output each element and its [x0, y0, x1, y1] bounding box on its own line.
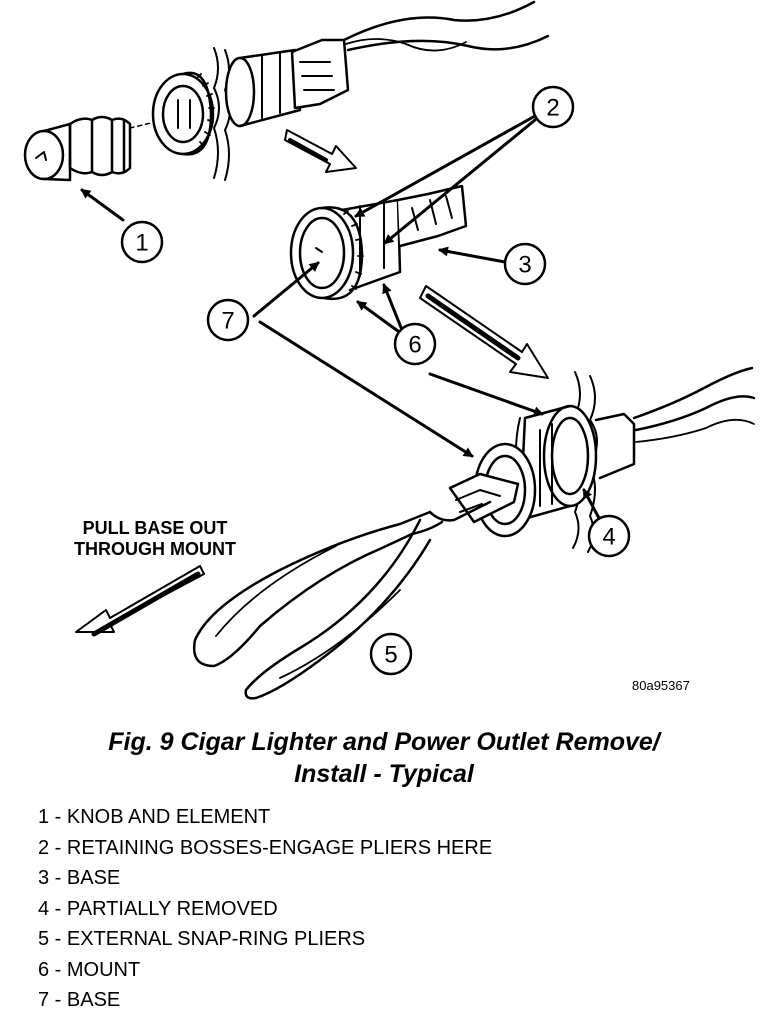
- motion-arrow-middle: [419, 285, 549, 379]
- callout-7-number: 7: [221, 308, 234, 335]
- callout-circles: [120, 85, 631, 676]
- parts-legend: 1 - KNOB AND ELEMENT 2 - RETAINING BOSSE…: [38, 802, 492, 1016]
- callout-2-circle: [531, 85, 575, 129]
- callout-3-number: 3: [518, 252, 531, 279]
- legend-item: 7 - BASE: [38, 989, 121, 1011]
- callout-1-circle: [120, 220, 164, 264]
- callout-3-circle: [503, 242, 547, 286]
- snap-ring-pliers-drawing: [192, 472, 520, 700]
- callout-1-number: 1: [135, 230, 148, 257]
- motion-arrow-top: [284, 129, 357, 173]
- callout-6-circle: [393, 322, 437, 366]
- top-bezel-ring-drawing: [151, 71, 215, 156]
- cigar-lighter-illustration: 1 2 3 4 5 6 7: [23, 0, 756, 700]
- caption-line-2: Install - Typical: [294, 760, 474, 788]
- callout-6-number: 6: [408, 332, 421, 359]
- pull-label-line-1: PULL BASE OUT: [82, 518, 228, 538]
- legend-item: 4 - PARTIALLY REMOVED: [38, 897, 278, 920]
- callout-4-number: 4: [602, 524, 615, 551]
- motion-arrow-pull: [75, 565, 205, 637]
- caption-line-1: Fig. 9 Cigar Lighter and Power Outlet Re…: [108, 728, 660, 756]
- callout-7-circle: [206, 298, 250, 342]
- legend-item: 6 - MOUNT: [38, 958, 141, 981]
- middle-base-drawing: [289, 184, 468, 301]
- callout-5-circle: [369, 632, 413, 676]
- knob-and-element-drawing: [23, 115, 156, 182]
- leader-lines: [80, 114, 602, 522]
- legend-item: 2 - RETAINING BOSSES-ENGAGE PLIERS HERE: [38, 836, 493, 859]
- figure-code: 80a95367: [632, 678, 690, 693]
- callout-5-number: 5: [384, 642, 397, 669]
- legend-item: 1 - KNOB AND ELEMENT: [38, 806, 271, 828]
- callout-4-circle: [587, 514, 631, 558]
- legend-item: 3 - BASE: [38, 867, 121, 889]
- legend-item: 5 - EXTERNAL SNAP-RING PLIERS: [38, 928, 366, 950]
- figure-caption: Fig. 9 Cigar Lighter and Power Outlet Re…: [0, 726, 768, 790]
- callout-2-number: 2: [546, 95, 559, 122]
- pull-label-line-2: THROUGH MOUNT: [74, 539, 236, 559]
- pull-base-out-label: PULL BASE OUT THROUGH MOUNT: [40, 518, 270, 560]
- top-socket-drawing: [213, 0, 550, 181]
